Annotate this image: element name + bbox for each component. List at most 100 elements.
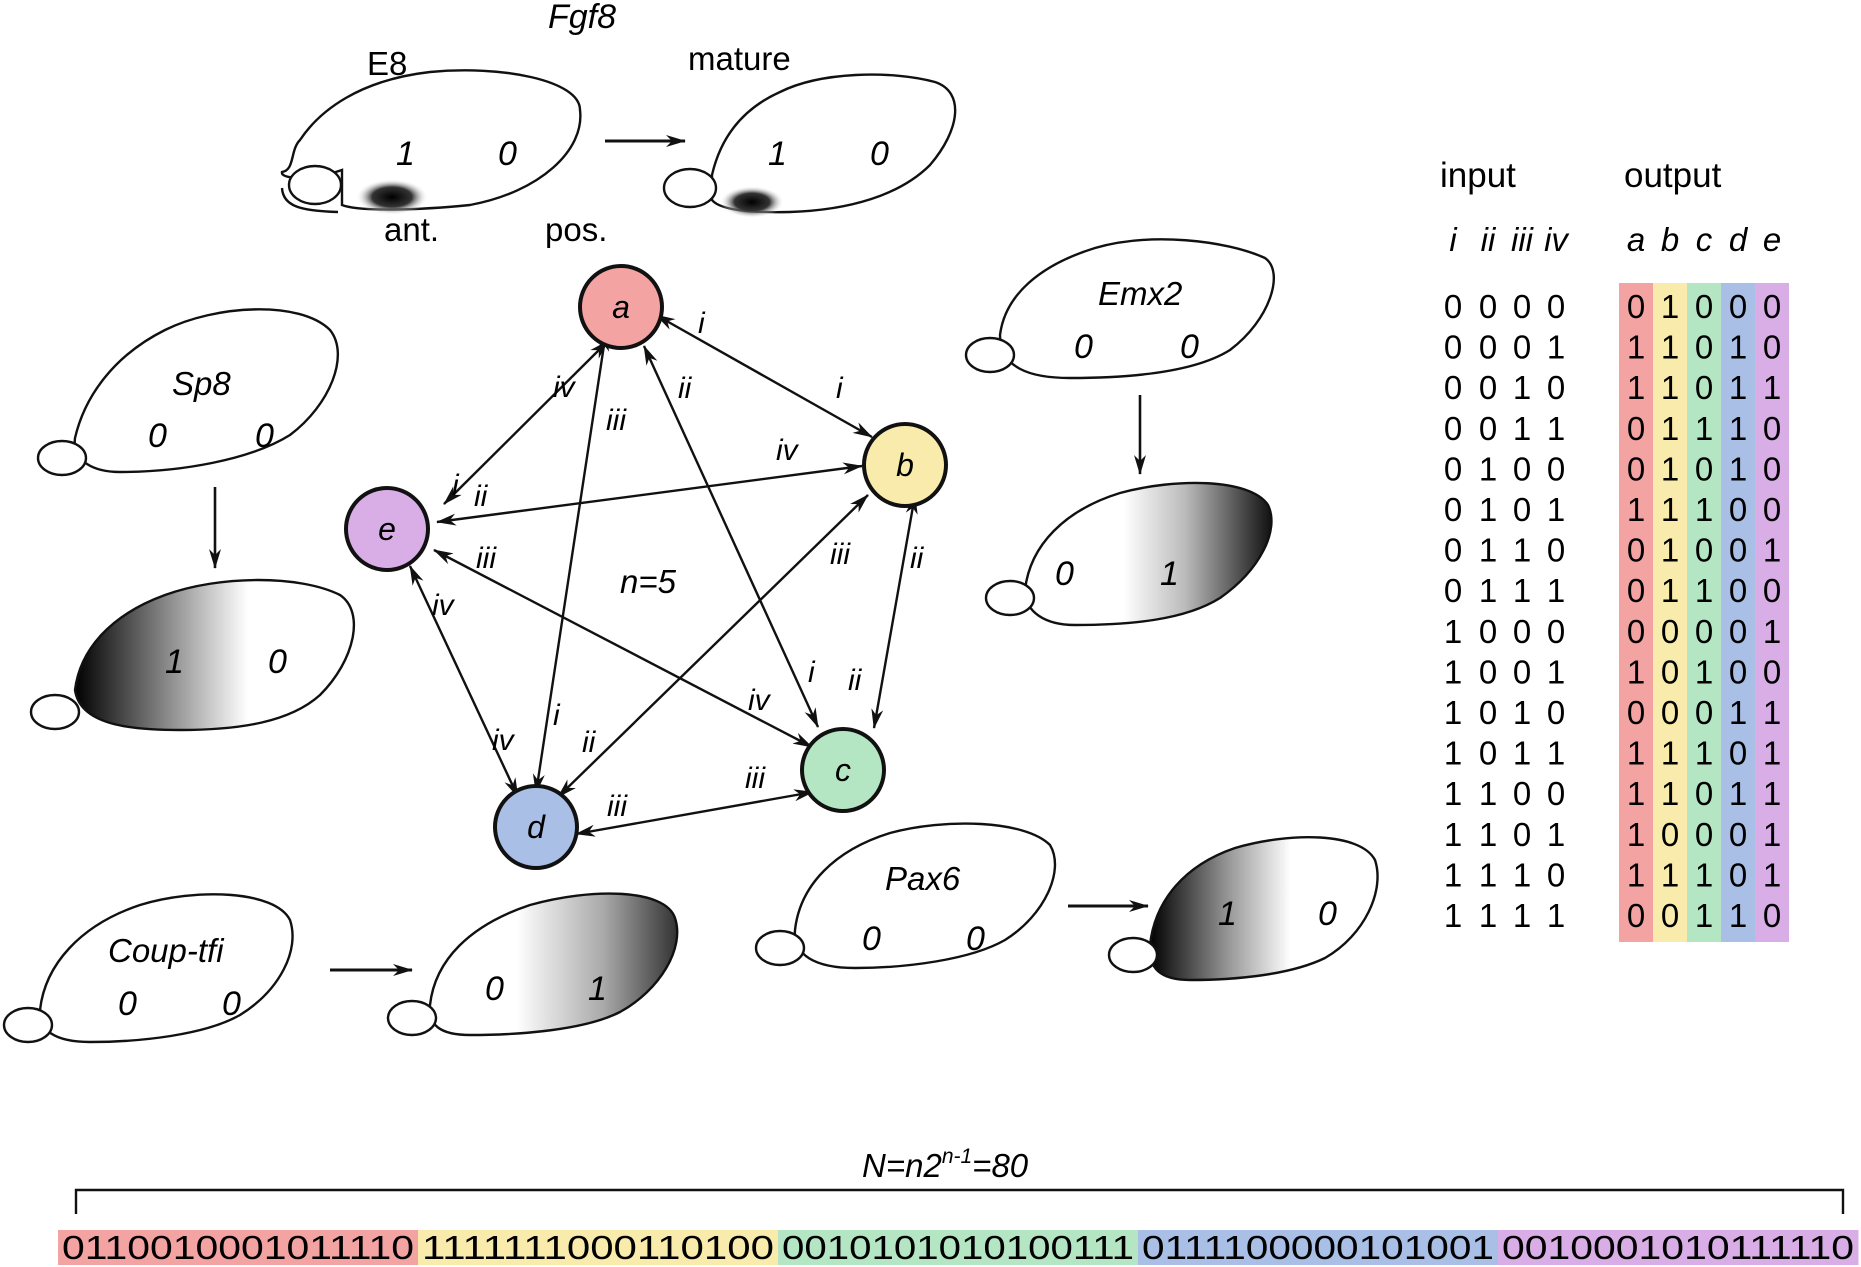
input-cell: 0 [1444,329,1462,366]
output-cell: 0 [1763,653,1781,690]
output-cell: 1 [1661,450,1679,487]
output-cell: 0 [1661,694,1679,731]
edge-a-c [642,345,820,728]
node-b-label: b [896,447,914,483]
output-cell: 1 [1729,897,1747,934]
fgf8-mature-label: mature [688,40,791,77]
output-cell: 1 [1661,735,1679,772]
output-col-header-e: e [1763,221,1781,258]
edge-label-d-i: i [553,699,561,732]
input-cell: 0 [1513,775,1531,812]
input-cell: 1 [1444,816,1462,853]
bitstring-segment-bits-b: 1111111000110100 [422,1229,774,1266]
input-cell: 0 [1513,653,1531,690]
input-cell: 0 [1479,694,1497,731]
output-cell: 0 [1695,450,1713,487]
output-cell: 0 [1627,694,1645,731]
input-cell: 1 [1444,735,1462,772]
output-cell: 1 [1661,491,1679,528]
input-cell: 1 [1479,775,1497,812]
emx2-gene-label: Emx2 [1098,275,1182,312]
emx2-panel: Emx2 0 0 0 1 [964,238,1275,627]
input-cell: 0 [1513,613,1531,650]
input-cell: 1 [1513,735,1531,772]
input-cell: 0 [1547,775,1565,812]
node-c: c [800,727,886,813]
edge-label-b-iv: iv [776,434,800,467]
bitstring-segment-bg-d [1138,1230,1499,1265]
output-cell: 0 [1627,288,1645,325]
sp8-mature-brain: 1 0 [29,578,355,732]
output-cell: 1 [1661,532,1679,569]
edge-label-a-i: i [698,307,706,340]
output-cell: 1 [1729,775,1747,812]
coup-tfi-mature-ant-value: 0 [485,970,504,1008]
edge-label-c-ii: ii [848,664,863,697]
output-cell: 1 [1763,613,1781,650]
sp8-early-brain: Sp8 0 0 [36,308,340,477]
edge-b-e [436,462,863,526]
input-cell: 1 [1444,613,1462,650]
input-cell: 1 [1547,572,1565,609]
output-cell: 0 [1729,653,1747,690]
fgf8-e8-pos-value: 0 [498,135,517,173]
pax6-panel: Pax6 0 0 1 0 [754,822,1379,982]
input-cell: 0 [1444,532,1462,569]
input-cell: 0 [1547,450,1565,487]
output-cell: 1 [1661,775,1679,812]
output-band-a [1619,283,1653,942]
emx2-early-ant-value: 0 [1074,328,1093,366]
bitstring-segment-bg-a [58,1230,419,1265]
output-cell: 0 [1763,450,1781,487]
input-cell: 1 [1547,410,1565,447]
ant-label: ant. [384,211,439,248]
input-cell: 1 [1479,856,1497,893]
output-cell: 0 [1695,775,1713,812]
input-cell: 0 [1444,410,1462,447]
bitstring-segment-e: 0010001010111110 [1498,1229,1859,1266]
input-cell: 0 [1513,816,1531,853]
node-e-label: e [378,511,396,547]
edge-label-d-ii: ii [582,726,597,759]
output-cell: 1 [1661,329,1679,366]
output-cell: 0 [1729,572,1747,609]
output-cell: 1 [1627,369,1645,406]
sp8-early-ant-value: 0 [148,417,167,455]
input-cell: 0 [1479,735,1497,772]
edge-label-c-iv: iv [748,684,772,717]
output-cell: 1 [1763,694,1781,731]
edge-label-e-iii: iii [476,542,497,575]
bitstring-segment-bits-c: 0010101010100111 [782,1229,1134,1266]
pax6-mature-pos-value: 0 [1318,895,1337,933]
output-band-d [1721,283,1755,942]
input-cell: 1 [1513,410,1531,447]
edge-e-d [408,565,520,798]
output-cell: 1 [1661,369,1679,406]
sp8-mature-pos-value: 0 [268,643,287,681]
fgf8-gene-label: Fgf8 [548,0,616,36]
input-col-header-ii: ii [1481,221,1497,258]
edge-label-b-iii: iii [830,538,851,571]
output-cell: 1 [1729,450,1747,487]
node-a: a [578,264,664,350]
coup-tfi-mature-brain: 0 1 [386,892,679,1037]
output-band-e [1755,283,1789,942]
bitstring-bracket [74,1188,1845,1214]
output-cell: 0 [1763,897,1781,934]
output-cell: 1 [1661,572,1679,609]
node-a-label: a [612,289,630,325]
output-header: output [1624,156,1722,195]
fgf8-panel: Fgf8 E8 mature 1 0 ant. pos. 1 0 [280,0,957,248]
fgf8-e8-brain: 1 0 [280,69,582,215]
output-cell: 1 [1763,816,1781,853]
output-cell: 0 [1627,613,1645,650]
bitstring-label-sup: n-1 [942,1145,972,1168]
